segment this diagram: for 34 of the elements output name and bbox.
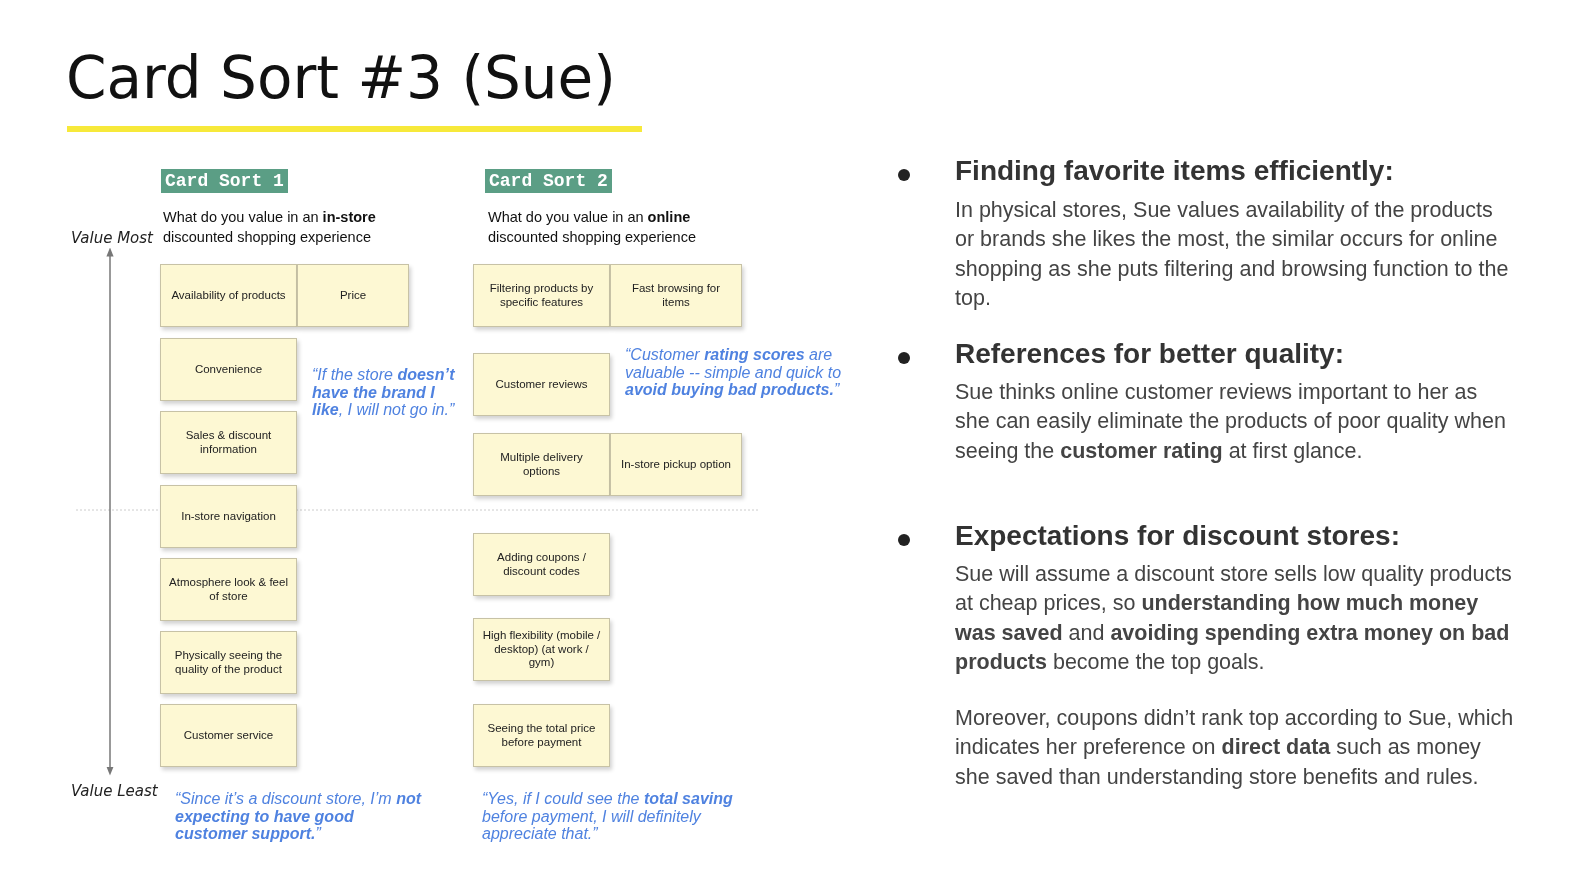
finding-heading: Expectations for discount stores: [955, 520, 1400, 552]
question-text: What do you value in an online discounted shopping experience [488, 208, 697, 247]
finding-heading: References for better quality: [955, 338, 1344, 370]
quote-text: “Yes, if I could see the total saving before payment, I will definitely appreciate that.” [482, 790, 734, 843]
sticky-note: Physically seeing the quality of the product [160, 631, 297, 694]
sticky-note: Customer reviews [473, 353, 610, 416]
quote-text: “Since it’s a discount store, I’m not expecting to have good customer support.” [175, 790, 423, 843]
sticky-note: Price [297, 264, 409, 327]
sticky-note: Convenience [160, 338, 297, 401]
sticky-note: In-store navigation [160, 485, 297, 548]
sticky-note: Adding coupons / discount codes [473, 533, 610, 596]
finding-heading: Finding favorite items efficiently: [955, 155, 1394, 187]
card-sort-tag: Card Sort 1 [161, 169, 288, 193]
sticky-note: Atmosphere look & feel of store [160, 558, 297, 621]
finding-text: Sue thinks online customer reviews important to her as she can easily eliminate the products of poor quality when seeing the customer rating at first glance. [955, 379, 1507, 465]
card-sort-tag: Card Sort 2 [485, 169, 612, 193]
sticky-note: High flexibility (mobile / desktop) (at work / gym) [473, 618, 610, 681]
sticky-note: Seeing the total price before payment [473, 704, 610, 767]
slide-title: Card Sort #3 (Sue) [66, 44, 616, 112]
sticky-note: Filtering products by specific features [473, 264, 610, 327]
sticky-note: Sales & discount information [160, 411, 297, 474]
sticky-note: In-store pickup option [610, 433, 742, 496]
finding-text: Moreover, coupons didn’t rank top according to Sue, which indicates her preference on direct data such as money she saved than understanding store benefits and rules. [955, 705, 1515, 791]
axis-label: Value Least [71, 782, 158, 800]
finding-text: Sue will assume a discount store sells low quality products at cheap prices, so understanding how much money was saved and avoiding spending extra money on bad products become the top goals. [955, 561, 1513, 677]
sticky-note: Multiple delivery options [473, 433, 610, 496]
quote-text: “Customer rating scores are valuable -- simple and quick to avoid buying bad products.” [625, 346, 843, 399]
finding-text: In physical stores, Sue values availability of the products or brands she likes the most, the similar occurs for online shopping as she puts filtering and browsing function to the top. [955, 197, 1510, 313]
quote-text: “If the store doesn’t have the brand I like, I will not go in.” [312, 366, 456, 419]
axis-label: Value Most [71, 229, 153, 247]
question-text: What do you value in an in-store discounted shopping experience [163, 208, 377, 247]
sticky-note: Customer service [160, 704, 297, 767]
sticky-note: Fast browsing for items [610, 264, 742, 327]
sticky-note: Availability of products [160, 264, 297, 327]
